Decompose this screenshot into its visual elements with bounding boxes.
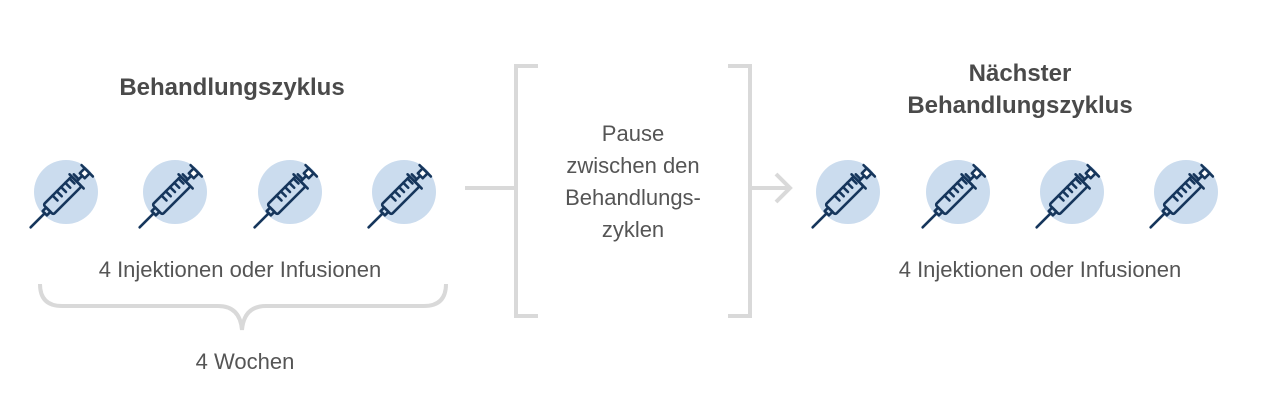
syringe-icon (1035, 160, 1104, 229)
syringe-icon (811, 160, 880, 229)
syringe-icon (253, 160, 322, 229)
pause-line: Pause (601, 121, 665, 146)
pause-line: zwischen den (566, 153, 700, 178)
title-line: Nächster (968, 60, 1072, 87)
pause-line: zyklen (601, 217, 665, 242)
syringe-icon (367, 160, 436, 229)
syringe-icon (29, 160, 98, 229)
right-caption: 4 Injektionen oder Infusionen (898, 257, 1182, 282)
left-cycle-title: Behandlungszyklus (119, 74, 345, 101)
syringe-icon (138, 160, 207, 229)
pause-line: Behandlungs- (565, 185, 701, 210)
left-bracket (514, 64, 538, 318)
duration-label: 4 Wochen (195, 349, 295, 374)
pause-text: Pause zwischen den Behandlungs- zyklen (533, 118, 733, 246)
arrow-head-icon (774, 172, 793, 204)
left-caption: 4 Injektionen oder Infusionen (98, 257, 382, 282)
title-line: Behandlungszyklus (907, 92, 1133, 119)
syringe-icon (921, 160, 990, 229)
syringe-icon (1149, 160, 1218, 229)
next-cycle-title: Nächster Behandlungszyklus (900, 58, 1140, 122)
brace-path (38, 283, 448, 331)
right-bracket (728, 64, 752, 318)
